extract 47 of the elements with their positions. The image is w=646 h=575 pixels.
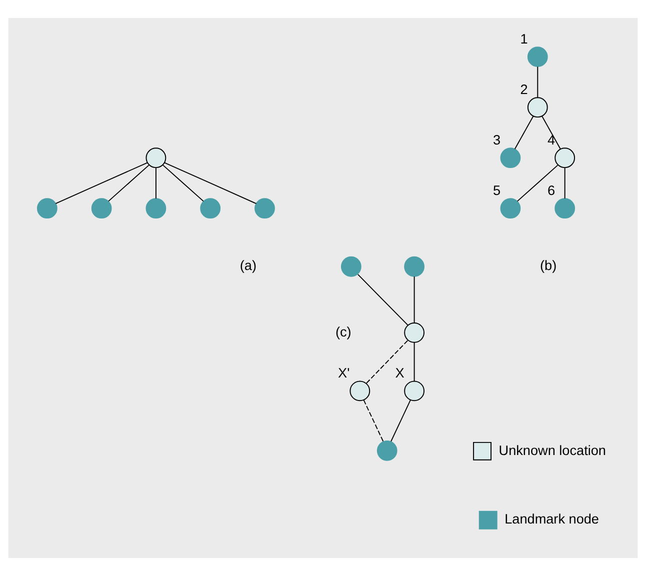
connector <box>542 115 561 149</box>
connector <box>108 164 150 202</box>
node-circle <box>404 322 424 342</box>
node-circle <box>500 198 521 218</box>
node-circle <box>554 147 576 168</box>
node-circle <box>376 440 398 460</box>
node-label: X' <box>338 365 350 380</box>
node-circle <box>554 198 576 218</box>
node-circle <box>200 198 221 218</box>
node-circle <box>340 256 362 276</box>
node-circle <box>91 198 112 218</box>
node-circle <box>404 380 424 401</box>
node-circle <box>146 147 166 168</box>
connector <box>164 162 257 204</box>
connector <box>363 398 384 442</box>
connector <box>514 115 534 149</box>
connector <box>357 273 408 326</box>
node-label: 1 <box>520 30 528 46</box>
connector <box>55 162 148 204</box>
node-circle <box>527 96 548 118</box>
connector <box>366 340 408 384</box>
node-circle <box>254 198 275 218</box>
connector <box>537 66 538 98</box>
node-label: 5 <box>493 182 501 198</box>
legend-label: Landmark node <box>504 511 599 526</box>
connector <box>414 276 415 323</box>
connector <box>564 166 566 199</box>
node-label: 6 <box>547 182 556 198</box>
connector <box>414 341 415 382</box>
connector <box>155 166 156 199</box>
label: (a) <box>240 258 257 273</box>
connector <box>162 164 204 202</box>
node-circle <box>146 198 166 218</box>
node-label: 4 <box>547 132 556 147</box>
label: (c) <box>335 324 352 339</box>
node-circle <box>350 380 370 401</box>
node-circle <box>404 256 424 276</box>
label: (b) <box>540 258 557 273</box>
node-circle <box>500 147 521 168</box>
node-circle <box>36 198 58 218</box>
node-label: 3 <box>493 132 501 147</box>
connector <box>516 164 558 202</box>
legend-label: Unknown location <box>498 442 606 458</box>
connector <box>390 398 411 442</box>
node-label: 2 <box>520 81 528 96</box>
node-label: X <box>395 365 404 380</box>
node-circle <box>527 46 548 67</box>
